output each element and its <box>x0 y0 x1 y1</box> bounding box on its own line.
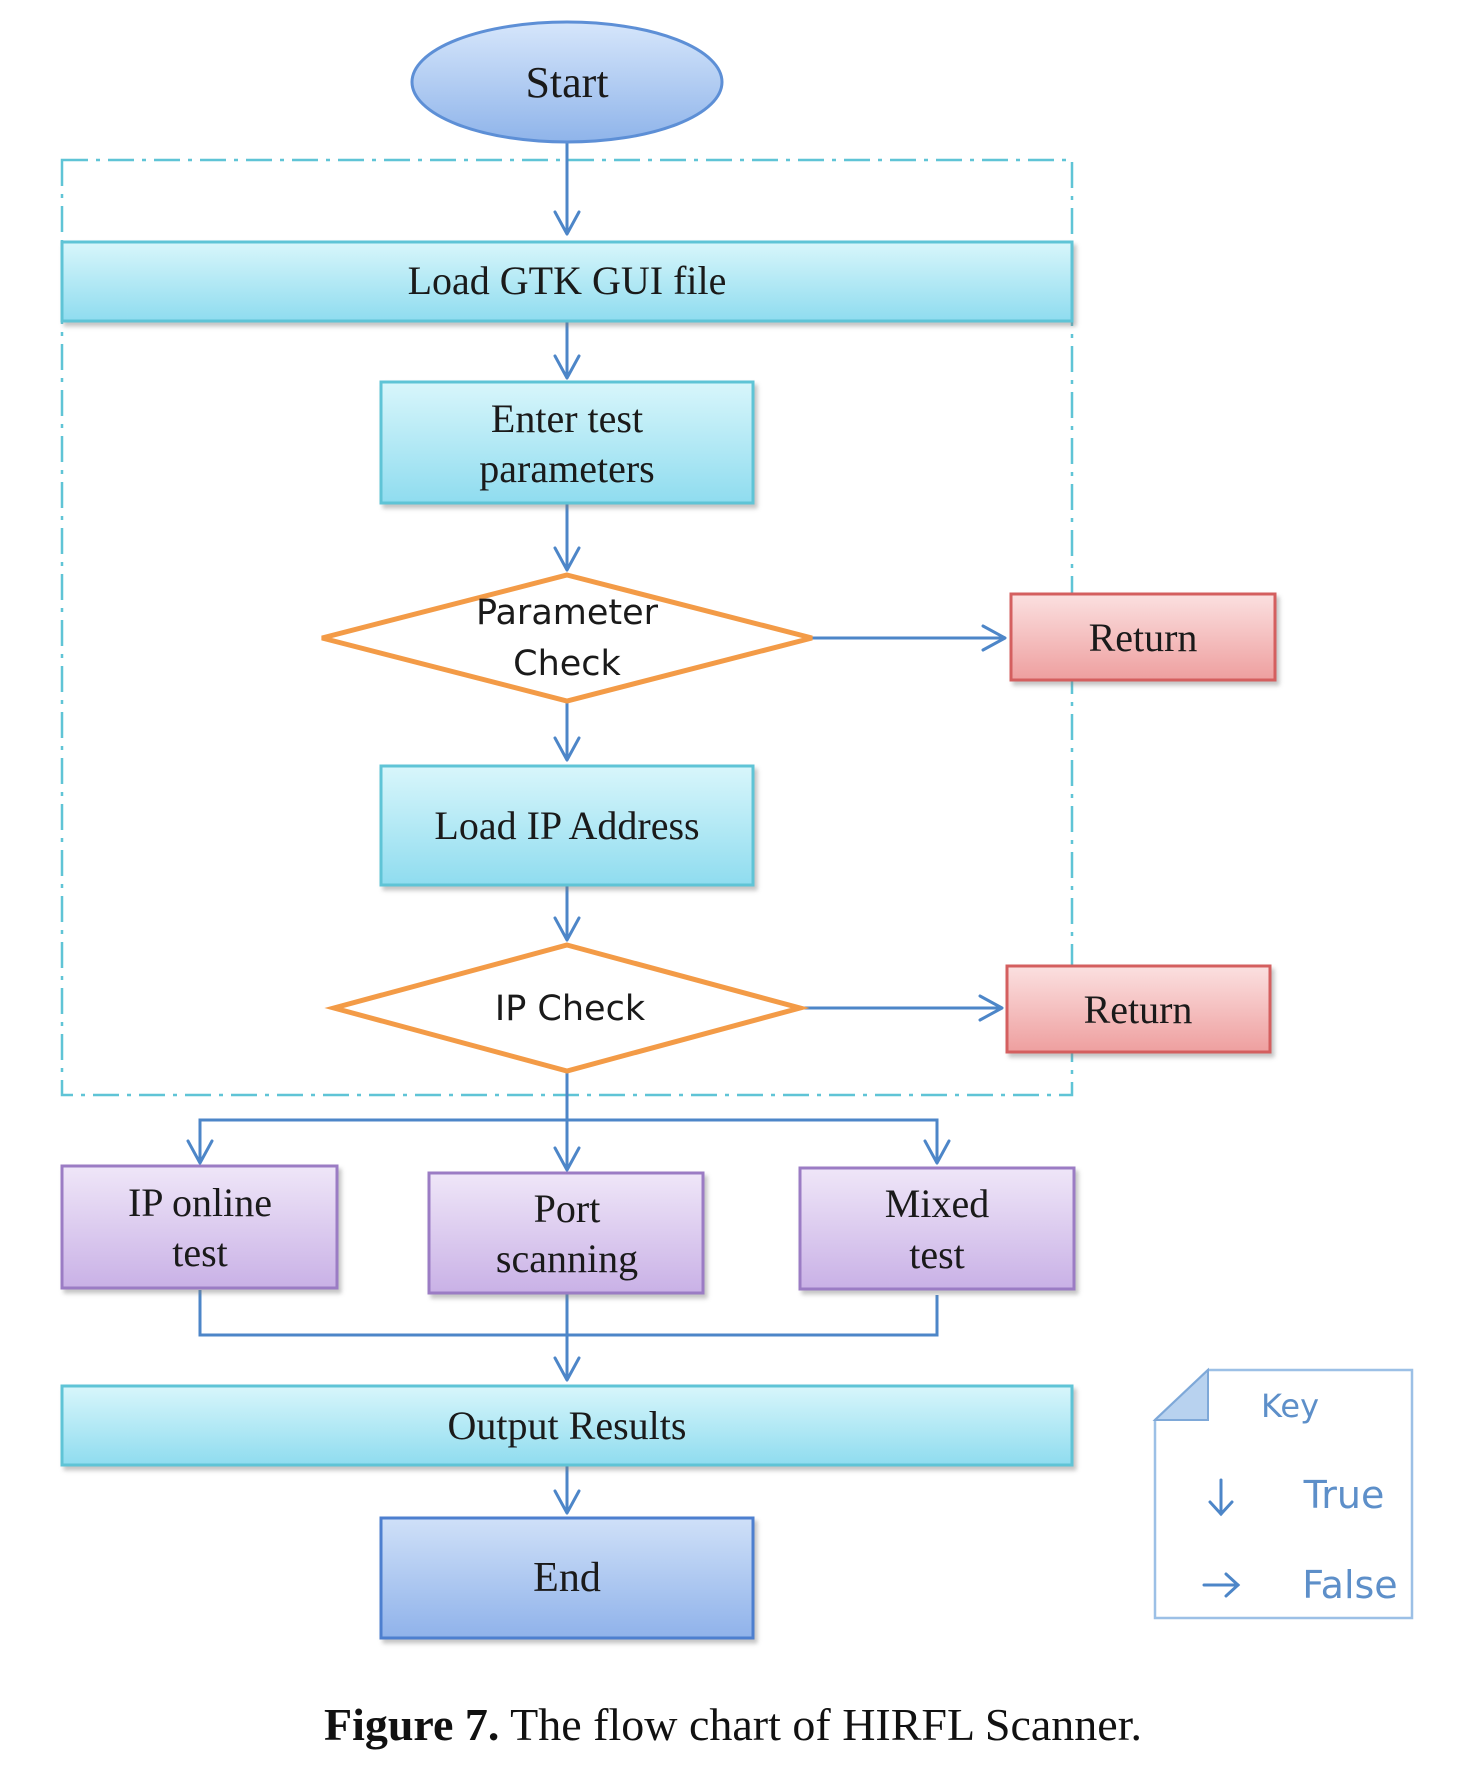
port-scan-label-line1: Port <box>534 1186 601 1231</box>
arrow-heads <box>186 210 1007 1515</box>
load-gui-label: Load GTK GUI file <box>408 258 727 303</box>
arrowhead-output <box>553 1356 581 1382</box>
output-label: Output Results <box>448 1403 687 1448</box>
arrowhead-port-scan <box>553 1146 581 1172</box>
enter-params-label-line2: parameters <box>479 446 654 491</box>
load-gui-node: Load GTK GUI file <box>60 240 1074 323</box>
ip-online-label-line2: test <box>172 1230 228 1275</box>
arrowhead-enter-params <box>553 354 581 380</box>
return-2-label: Return <box>1084 987 1193 1032</box>
end-label: End <box>533 1555 601 1601</box>
arrowhead-end <box>553 1489 581 1515</box>
load-ip-label: Load IP Address <box>434 803 699 848</box>
enter-params-node: Enter test parameters <box>379 380 755 505</box>
port-scanning-node: Port scanning <box>427 1171 705 1295</box>
ip-online-test-node: IP online test <box>60 1164 339 1290</box>
return-1-label: Return <box>1089 615 1198 660</box>
ip-online-label-line1: IP online <box>128 1180 272 1225</box>
key-false-label: False <box>1302 1563 1397 1607</box>
figure-caption: Figure 7. The flow chart of HIRFL Scanne… <box>0 1690 1466 1760</box>
arrowhead-return-1 <box>981 624 1007 652</box>
key-title: Key <box>1261 1387 1319 1425</box>
mixed-label-line1: Mixed <box>885 1181 989 1226</box>
param-check-label-line2: Check <box>513 644 621 684</box>
key-true-label: True <box>1303 1473 1385 1517</box>
arrowhead-return-2 <box>978 994 1004 1022</box>
arrowhead-load-gui <box>553 210 581 236</box>
arrowhead-ip-online <box>186 1139 214 1165</box>
mixed-label-line2: test <box>909 1232 965 1277</box>
param-check-node: Parameter Check <box>321 572 813 704</box>
key-false-arrow-head <box>1224 1572 1241 1598</box>
connectors <box>198 142 1005 1513</box>
start-label: Start <box>525 58 608 107</box>
line-branch-split <box>198 1118 939 1163</box>
key-true-arrow-head <box>1208 1500 1234 1517</box>
load-ip-node: Load IP Address <box>379 764 755 887</box>
enter-params-label-line1: Enter test <box>491 396 643 441</box>
arrowhead-load-ip <box>553 736 581 762</box>
figure-caption-text: The flow chart of HIRFL Scanner. <box>510 1699 1143 1750</box>
port-scan-label-line2: scanning <box>496 1236 638 1281</box>
start-node: Start <box>410 20 724 144</box>
ip-check-node: IP Check <box>324 942 810 1074</box>
key-legend: Key True False <box>1152 1367 1414 1620</box>
arrowhead-ip-check <box>553 916 581 942</box>
ip-check-label: IP Check <box>495 989 646 1029</box>
output-results-node: Output Results <box>60 1384 1074 1467</box>
return-node-1: Return <box>1009 592 1277 682</box>
end-node: End <box>379 1516 755 1640</box>
return-node-2: Return <box>1005 964 1272 1054</box>
arrowhead-mixed <box>923 1139 951 1165</box>
arrowhead-param-check <box>553 546 581 572</box>
figure-caption-label: Figure 7. <box>323 1699 500 1750</box>
mixed-test-node: Mixed test <box>798 1166 1076 1291</box>
param-check-label-line1: Parameter <box>476 593 659 633</box>
